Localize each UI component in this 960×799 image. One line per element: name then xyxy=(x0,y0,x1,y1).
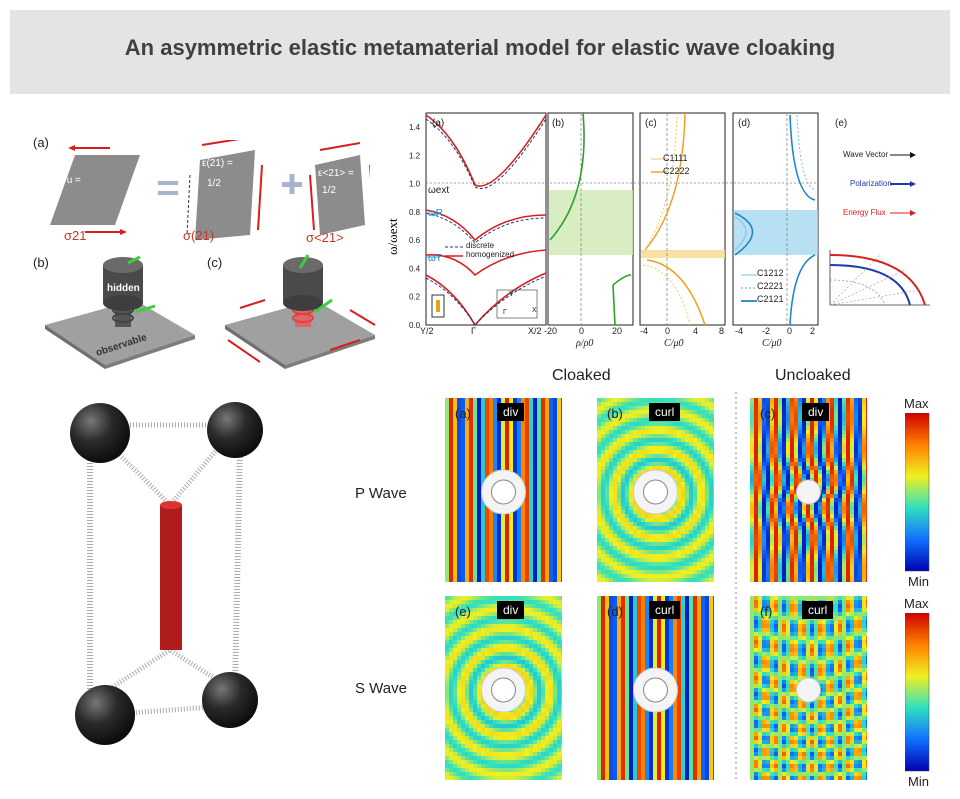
xtick-a-1: Γ xyxy=(471,326,476,336)
panel-label-a: (a) xyxy=(33,135,49,150)
hidden-device-b xyxy=(45,255,195,369)
omega-ext-label: ωext xyxy=(428,185,450,196)
xtick-c-0: -4 xyxy=(640,326,649,336)
sigma-21-label: σ21 xyxy=(64,228,87,243)
wave-field-panel xyxy=(445,596,562,780)
band-label-b: (b) xyxy=(552,118,565,129)
field-panel-label: (f) xyxy=(760,604,773,619)
divider-line xyxy=(735,392,737,782)
row-p-wave: P Wave xyxy=(355,485,407,502)
page-title: An asymmetric elastic metamaterial model… xyxy=(124,35,836,60)
field-type-tag: curl xyxy=(649,403,681,421)
header-cloaked: Cloaked xyxy=(552,367,611,384)
d-legend-2221: C2221 xyxy=(757,281,784,291)
band-label-a: (a) xyxy=(432,118,445,129)
legend-discrete: discrete xyxy=(466,241,495,250)
panel-label-b: (b) xyxy=(33,255,49,270)
colorbar-top-max: Max xyxy=(904,396,929,411)
bz-gamma-label: Γ xyxy=(503,309,507,316)
y-tick-label: 1.4 xyxy=(409,123,421,132)
legend-wave-vector: Wave Vector xyxy=(843,150,889,159)
panel-label-c: (c) xyxy=(207,255,223,270)
xtick-b-1: 0 xyxy=(579,326,585,336)
colorbar-top xyxy=(905,413,930,572)
strain-decomposition-figure xyxy=(50,140,370,240)
y-tick-label: 1.0 xyxy=(409,180,421,189)
xtick-a-2: X/2 xyxy=(528,326,542,336)
y-tick-label: 1.2 xyxy=(409,151,421,160)
d-legend-1212: C1212 xyxy=(757,268,784,278)
field-panel-label: (a) xyxy=(455,406,471,421)
xtick-b-0: -20 xyxy=(544,326,558,336)
colorbar-bottom xyxy=(905,613,930,772)
eps-anti-label: ε<21> = xyxy=(318,168,354,179)
xlabel-c: C/μ0 xyxy=(664,338,684,349)
field-type-tag: curl xyxy=(802,601,834,619)
band-structure-figure: ω/ωext 0.0 0.2 0.4 0.6 0.8 1.0 1.2 1.4 xyxy=(385,112,930,330)
xtick-c-3: 8 xyxy=(719,326,725,336)
colorbar-bottom-min: Min xyxy=(908,774,929,789)
y-axis-label: ω/ωext xyxy=(385,218,400,255)
c-legend-1111: C1111 xyxy=(663,153,688,163)
sigma-anti-label: σ<21> xyxy=(306,230,344,245)
field-panel-label: (e) xyxy=(455,604,471,619)
xtick-a-0: Y/2 xyxy=(420,326,434,336)
xtick-d-2: 0 xyxy=(787,326,793,336)
y-tick-label: 0.2 xyxy=(409,293,421,302)
field-panel-label: (c) xyxy=(760,406,776,421)
sigma-sym-label: σ(21) xyxy=(183,228,215,243)
field-panel-label: (b) xyxy=(607,406,623,421)
xtick-c-1: 0 xyxy=(665,326,671,336)
legend-polarization: Polarization xyxy=(850,179,892,188)
visible-device-c xyxy=(225,254,376,369)
omega-T-label: ωT xyxy=(428,253,442,264)
xtick-d-1: -2 xyxy=(762,326,771,336)
band-label-e: (e) xyxy=(835,118,848,129)
xlabel-b: ρ/ρ0 xyxy=(576,338,594,349)
grad-u-label: ∇u = xyxy=(60,175,81,186)
colorbar-top-min: Min xyxy=(908,574,929,589)
title-banner: An asymmetric elastic metamaterial model… xyxy=(10,10,950,94)
eps-sym-label: ε(21) = xyxy=(202,158,233,169)
header-uncloaked: Uncloaked xyxy=(775,367,851,384)
y-tick-label: 0.0 xyxy=(409,321,421,330)
field-type-tag: div xyxy=(497,403,525,421)
hidden-label: hidden xyxy=(107,283,140,294)
field-type-tag: div xyxy=(802,403,830,421)
field-type-tag: div xyxy=(497,601,525,619)
xtick-d-0: -4 xyxy=(735,326,744,336)
colorbar-bottom-max: Max xyxy=(904,596,929,611)
field-panel-label: (d) xyxy=(607,604,623,619)
y-tick-label: 0.8 xyxy=(409,208,421,217)
xtick-b-2: 20 xyxy=(612,326,623,336)
wave-field-panel xyxy=(597,596,714,780)
field-type-tag: curl xyxy=(649,601,681,619)
omega-R-label: ωR xyxy=(428,208,444,219)
legend-homogenized: homogenized xyxy=(466,250,515,259)
bz-x-label: X xyxy=(532,307,537,314)
xlabel-d: C/μ0 xyxy=(762,338,782,349)
half-anti-label: 1/2 xyxy=(322,185,336,196)
xtick-d-3: 2 xyxy=(810,326,816,336)
band-label-d: (d) xyxy=(738,118,751,129)
row-s-wave: S Wave xyxy=(355,680,407,697)
d-legend-2121: C2121 xyxy=(757,294,784,304)
legend-energy-flux: Energy Flux xyxy=(843,208,886,217)
ball-spring-model xyxy=(70,402,263,745)
bz-y-label: Y xyxy=(509,291,514,298)
half-sym-label: 1/2 xyxy=(207,178,221,189)
wave-field-panel xyxy=(597,398,714,582)
band-label-c: (c) xyxy=(645,118,657,129)
wave-field-panel xyxy=(445,398,562,582)
wave-field-panel xyxy=(750,398,867,582)
c-legend-2222: C2222 xyxy=(663,166,690,176)
wave-field-panel xyxy=(750,596,867,780)
xtick-c-2: 4 xyxy=(693,326,699,336)
y-tick-label: 0.6 xyxy=(409,236,421,245)
y-tick-label: 0.4 xyxy=(409,264,421,273)
